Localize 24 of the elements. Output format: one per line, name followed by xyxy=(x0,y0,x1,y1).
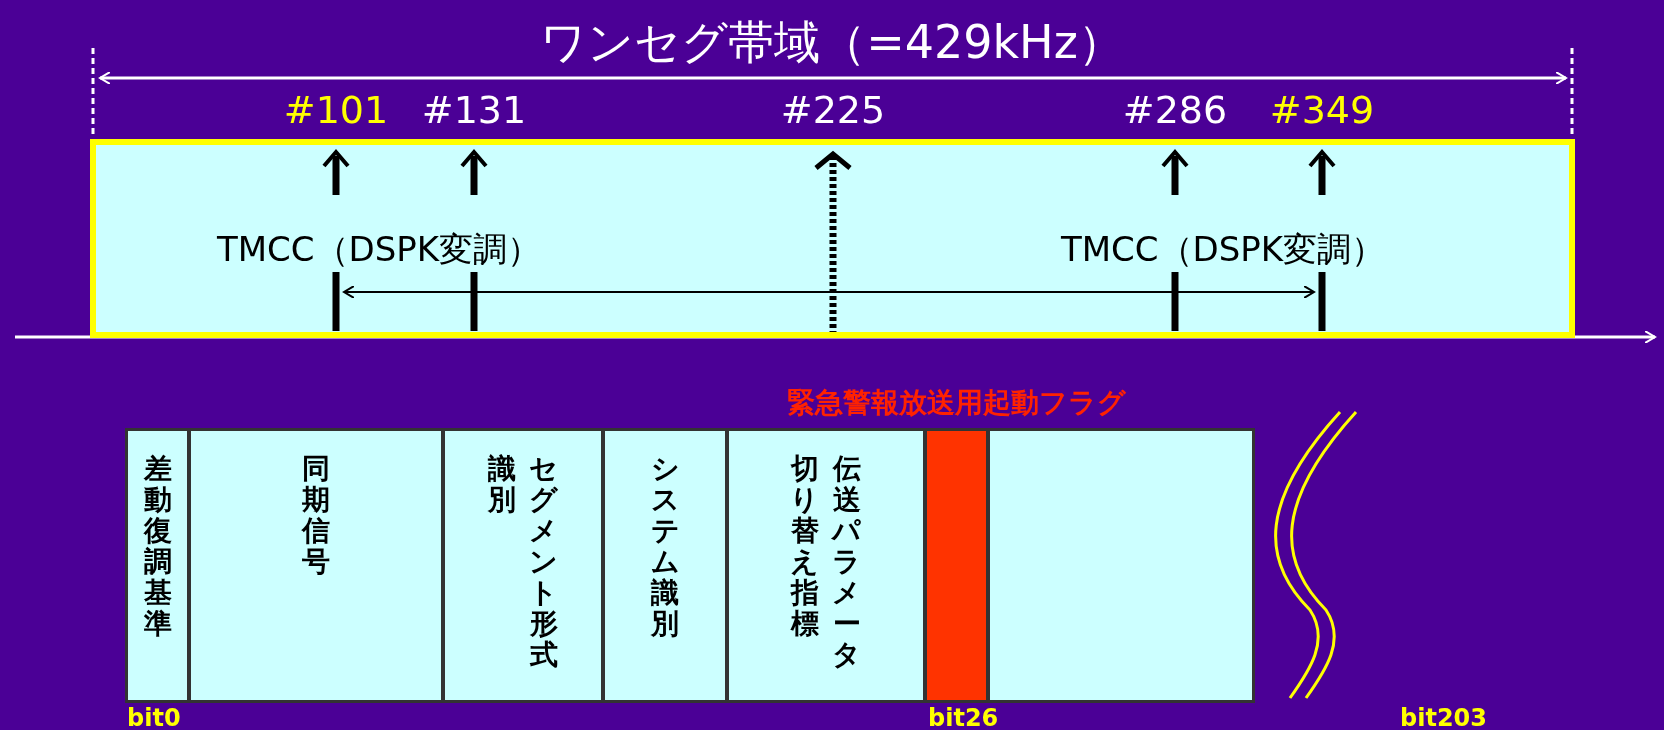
bit-field-cell xyxy=(602,428,728,703)
flag-bit-cell xyxy=(924,428,989,703)
bit-field-cell xyxy=(188,428,444,703)
carrier-number: #131 xyxy=(420,88,528,132)
signal-label: TMCC（DSPK変調） xyxy=(217,228,542,271)
bit-field-cell xyxy=(125,428,190,703)
carrier-number: #101 xyxy=(282,88,390,132)
field-label: 差動復調基準 xyxy=(143,453,172,639)
bit-index-label: bit26 xyxy=(928,704,999,730)
carrier-number: #286 xyxy=(1121,88,1229,132)
bit-field-cell xyxy=(442,428,604,703)
carrier-number: #225 xyxy=(779,88,887,132)
title: ワンセグ帯域（=429kHz） xyxy=(539,14,1125,71)
bit-field-cell xyxy=(726,428,926,703)
flag-caption: 緊急警報放送用起動フラグ xyxy=(786,385,1127,421)
field-label: 伝送パラメータ切り替え指標 xyxy=(791,453,861,673)
field-label: システム識別 xyxy=(651,453,679,639)
bit-field-cell xyxy=(987,428,1255,703)
bit-index-label: bit0 xyxy=(127,704,181,730)
bit-index-label: bit203 xyxy=(1400,704,1487,730)
carrier-number: #349 xyxy=(1268,88,1376,132)
field-label: 同期信号 xyxy=(302,453,330,577)
signal-label: TMCC（DSPK変調） xyxy=(1061,228,1386,271)
field-label: セグメント形式識別 xyxy=(488,453,558,673)
